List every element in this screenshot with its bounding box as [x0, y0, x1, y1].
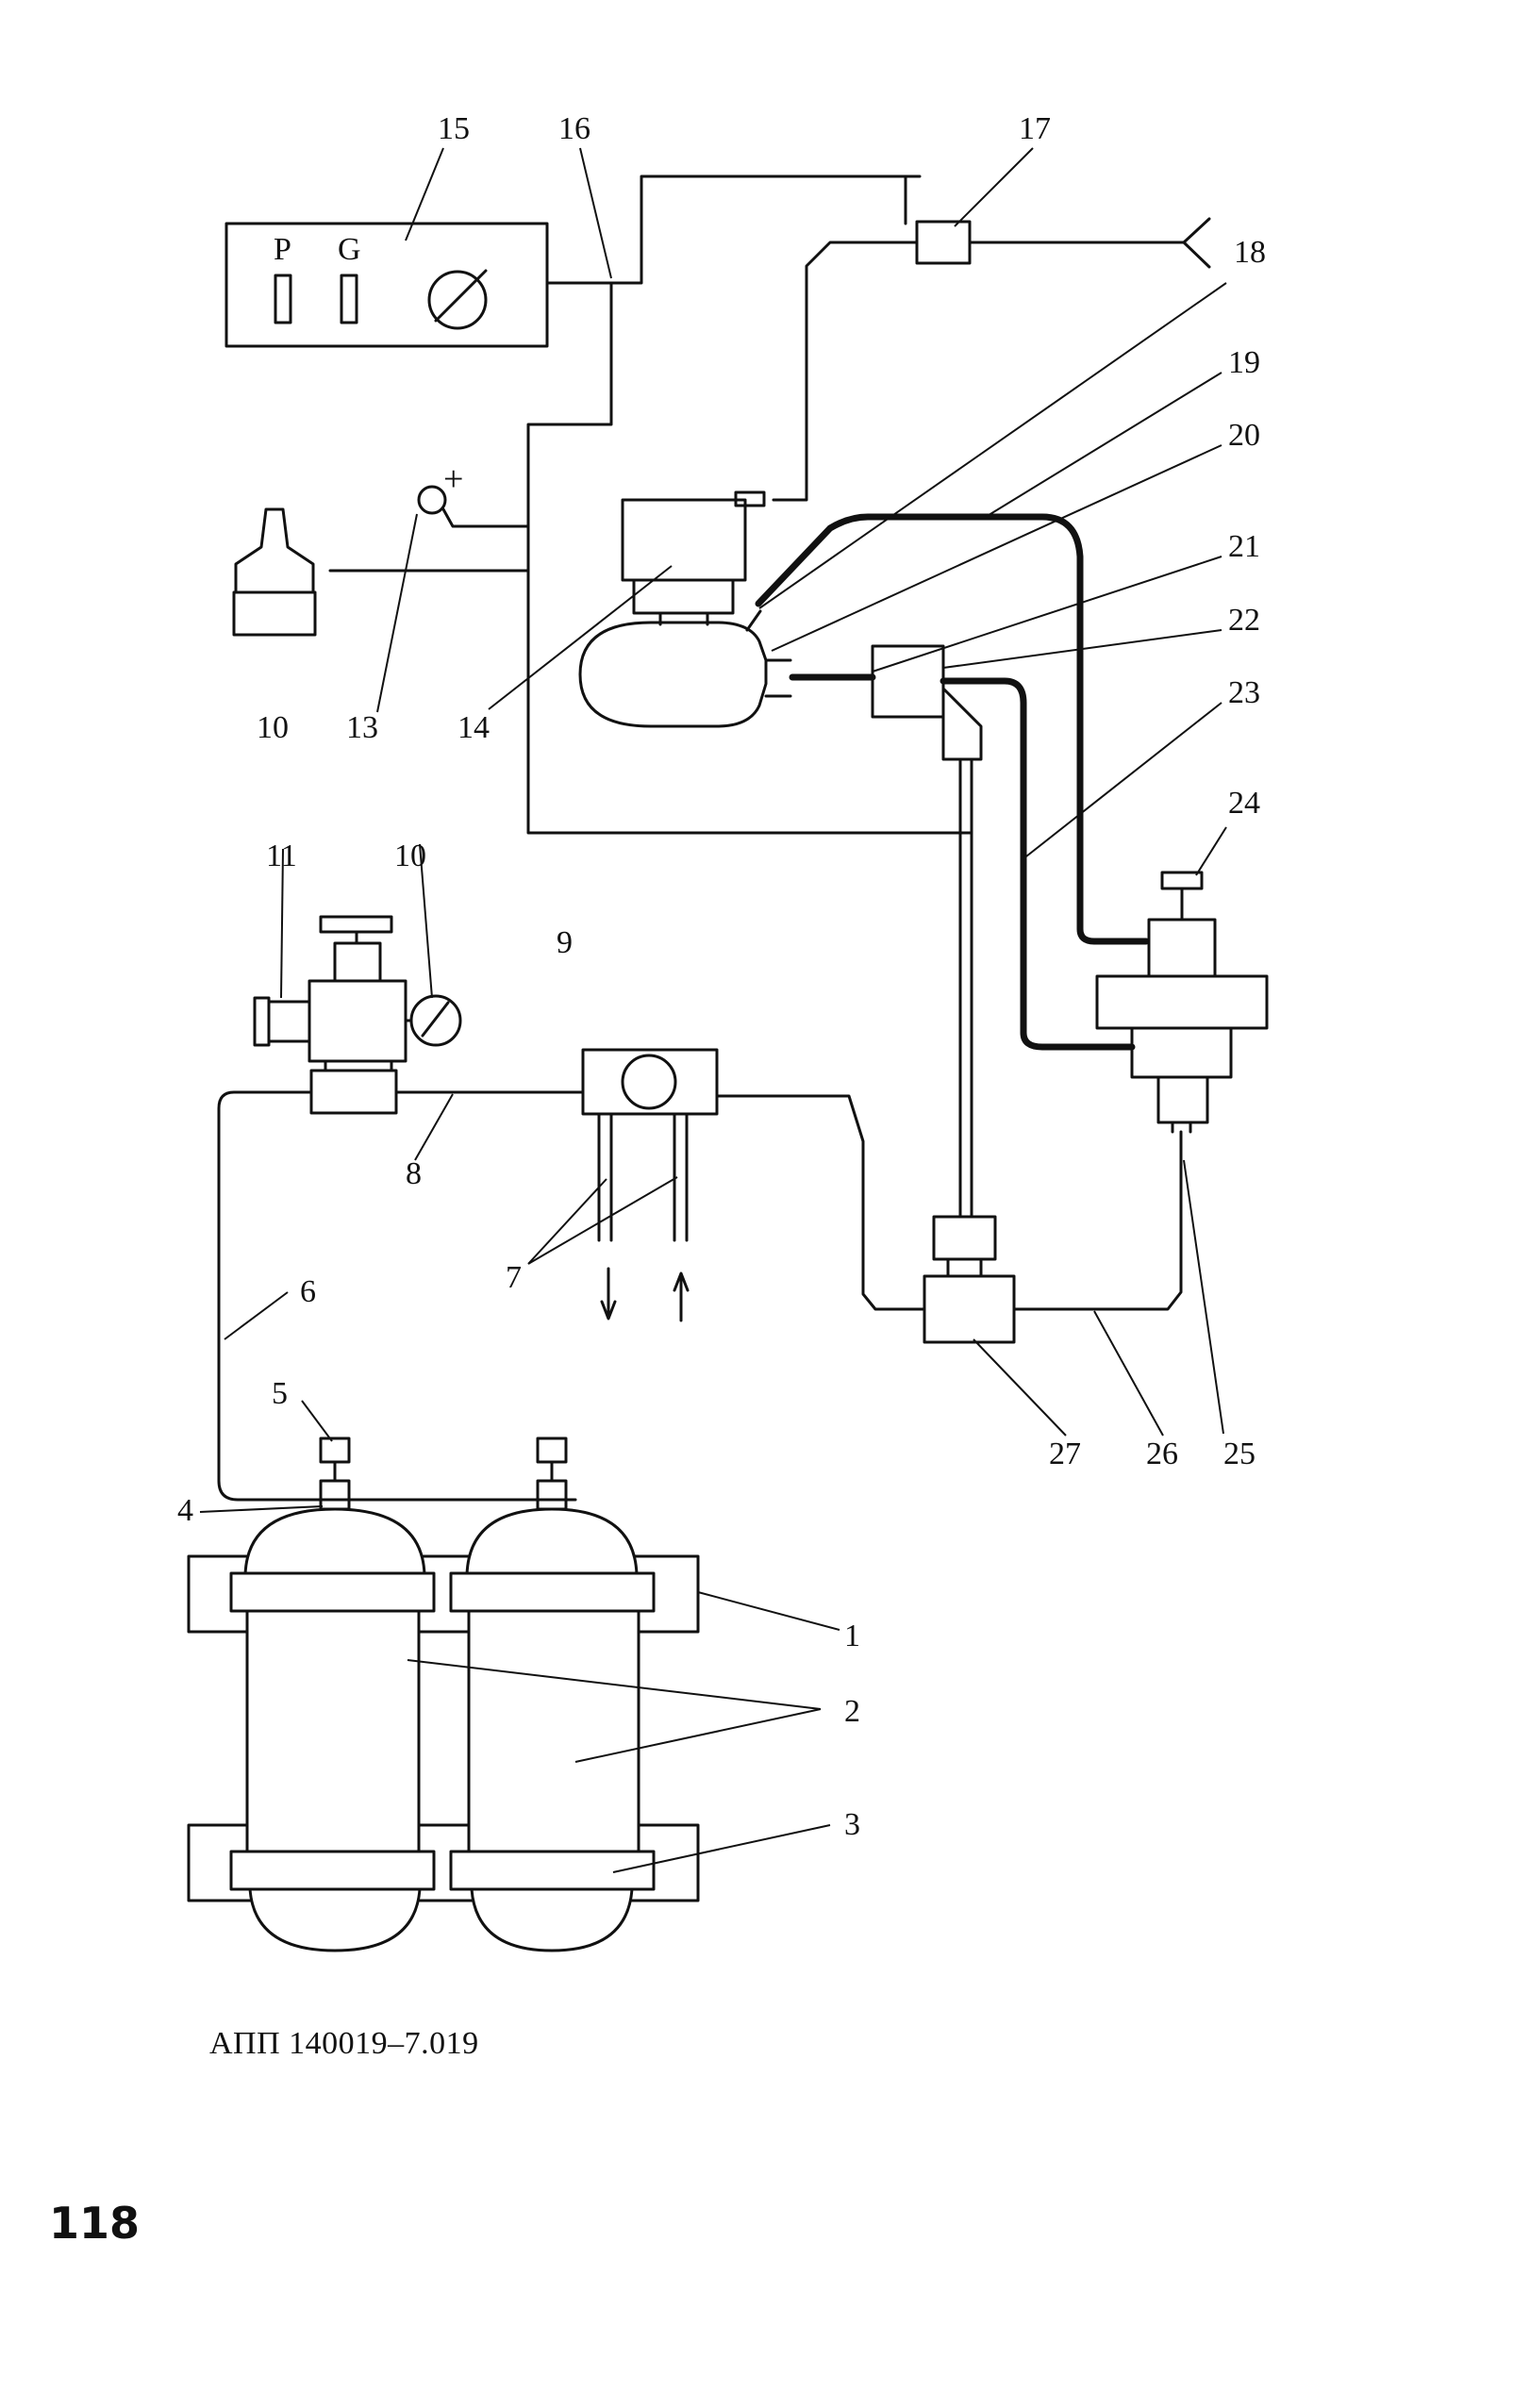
valve-block-27	[715, 1094, 1016, 1344]
reducer-11	[253, 915, 462, 1115]
callout-2: 2	[844, 1694, 860, 1729]
callout-22: 22	[1228, 603, 1260, 638]
callout-8: 8	[406, 1156, 422, 1191]
control-wiring	[526, 174, 973, 835]
cylinders-2	[229, 1507, 656, 1952]
main-hose	[217, 1090, 585, 1502]
control-panel	[225, 222, 549, 348]
callout-4: 4	[177, 1493, 193, 1528]
callout-19: 19	[1228, 345, 1260, 380]
callout-25: 25	[1223, 1436, 1256, 1471]
callout-9: 9	[557, 925, 573, 960]
nozzle-cap-10	[232, 507, 530, 637]
callout-20: 20	[1228, 418, 1260, 453]
callout-10-lower: 10	[394, 839, 426, 873]
terminal-13	[417, 485, 530, 528]
panel-label-p: P	[274, 232, 291, 267]
polarity-sign: +	[443, 459, 463, 499]
callout-17: 17	[1019, 111, 1051, 146]
callout-7: 7	[506, 1260, 522, 1295]
callout-27: 27	[1049, 1436, 1081, 1471]
outlet-hose	[1012, 1130, 1183, 1311]
callout-23: 23	[1228, 675, 1260, 710]
hose-23	[940, 677, 1136, 1051]
callout-11: 11	[266, 839, 297, 873]
junction-block	[871, 644, 983, 1219]
separator-9	[581, 1048, 719, 1322]
callout-24: 24	[1228, 786, 1260, 821]
callout-15: 15	[438, 111, 470, 146]
flask-vessel	[578, 609, 792, 728]
frame-1	[187, 1554, 700, 1902]
leader-lines	[199, 147, 1227, 1873]
callout-labels: 15 16 17 18 19 20 21 22 23 24 10 13 14 1…	[177, 111, 1266, 1842]
callout-6: 6	[300, 1274, 316, 1309]
callout-16: 16	[558, 111, 590, 146]
callout-10-upper: 10	[257, 710, 289, 745]
callout-1: 1	[844, 1619, 860, 1653]
figure-caption: АПП 140019–7.019	[209, 2026, 479, 2061]
callout-5: 5	[272, 1376, 288, 1411]
connector-17	[772, 217, 1211, 502]
callout-13: 13	[346, 710, 378, 745]
callout-26: 26	[1146, 1436, 1178, 1471]
regulator-24	[1095, 871, 1269, 1134]
callout-18: 18	[1234, 235, 1266, 270]
callout-3: 3	[844, 1807, 860, 1842]
page-number: 118	[49, 2198, 141, 2249]
callout-21: 21	[1228, 529, 1260, 564]
callout-14: 14	[457, 710, 490, 745]
hose-19	[755, 513, 1150, 945]
actuator-14	[621, 490, 766, 626]
panel-label-g: G	[338, 232, 361, 267]
